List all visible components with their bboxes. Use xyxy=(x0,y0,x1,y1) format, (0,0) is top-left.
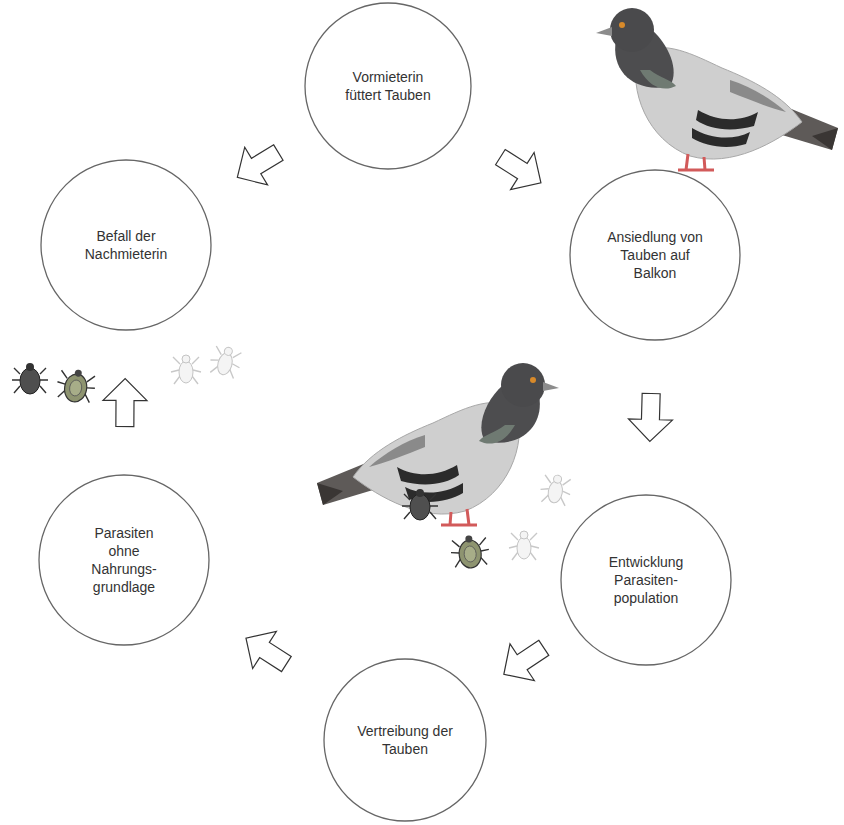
circle-outline xyxy=(323,658,487,822)
parasite-mite xyxy=(55,366,98,405)
block-arrow xyxy=(496,150,541,190)
process-circle: Entwicklung Parasiten- population xyxy=(560,494,732,666)
node-label: Vertreibung der Tauben xyxy=(355,722,455,758)
circle-outline xyxy=(41,160,211,330)
parasite-louse xyxy=(509,531,539,560)
circle-outline xyxy=(570,170,740,340)
pigeon-figure xyxy=(596,8,838,170)
parasite-bug xyxy=(402,489,438,520)
circle-outline xyxy=(561,495,731,665)
process-circle: Vertreibung der Tauben xyxy=(323,658,487,822)
pigeon-figure xyxy=(317,363,559,525)
block-arrow xyxy=(628,393,672,441)
block-arrow xyxy=(504,640,549,680)
parasite-louse xyxy=(171,355,201,384)
node-label: Parasiten ohne Nahrungs- grundlage xyxy=(80,524,168,597)
parasite-bug xyxy=(12,363,48,394)
parasite-louse xyxy=(207,344,243,380)
process-circle: Parasiten ohne Nahrungs- grundlage xyxy=(38,474,210,646)
circle-outline xyxy=(38,474,210,646)
block-arrow xyxy=(237,145,283,185)
block-arrow xyxy=(246,631,291,671)
parasite-louse xyxy=(538,473,573,507)
node-label: Vormieterin füttert Tauben xyxy=(338,68,438,104)
process-circle: Vormieterin füttert Tauben xyxy=(304,2,472,170)
node-label: Befall der Nachmieterin xyxy=(76,227,176,263)
circle-outline xyxy=(40,159,212,331)
circle-outline xyxy=(324,659,486,821)
circle-outline xyxy=(305,3,471,169)
block-arrow xyxy=(103,379,147,427)
process-circle: Befall der Nachmieterin xyxy=(40,159,212,331)
circle-outline xyxy=(304,2,472,170)
node-label: Entwicklung Parasiten- population xyxy=(598,553,694,608)
circle-outline xyxy=(39,475,209,645)
process-circle: Ansiedlung von Tauben auf Balkon xyxy=(569,169,741,341)
node-label: Ansiedlung von Tauben auf Balkon xyxy=(607,228,703,283)
parasite-mite xyxy=(450,534,491,570)
